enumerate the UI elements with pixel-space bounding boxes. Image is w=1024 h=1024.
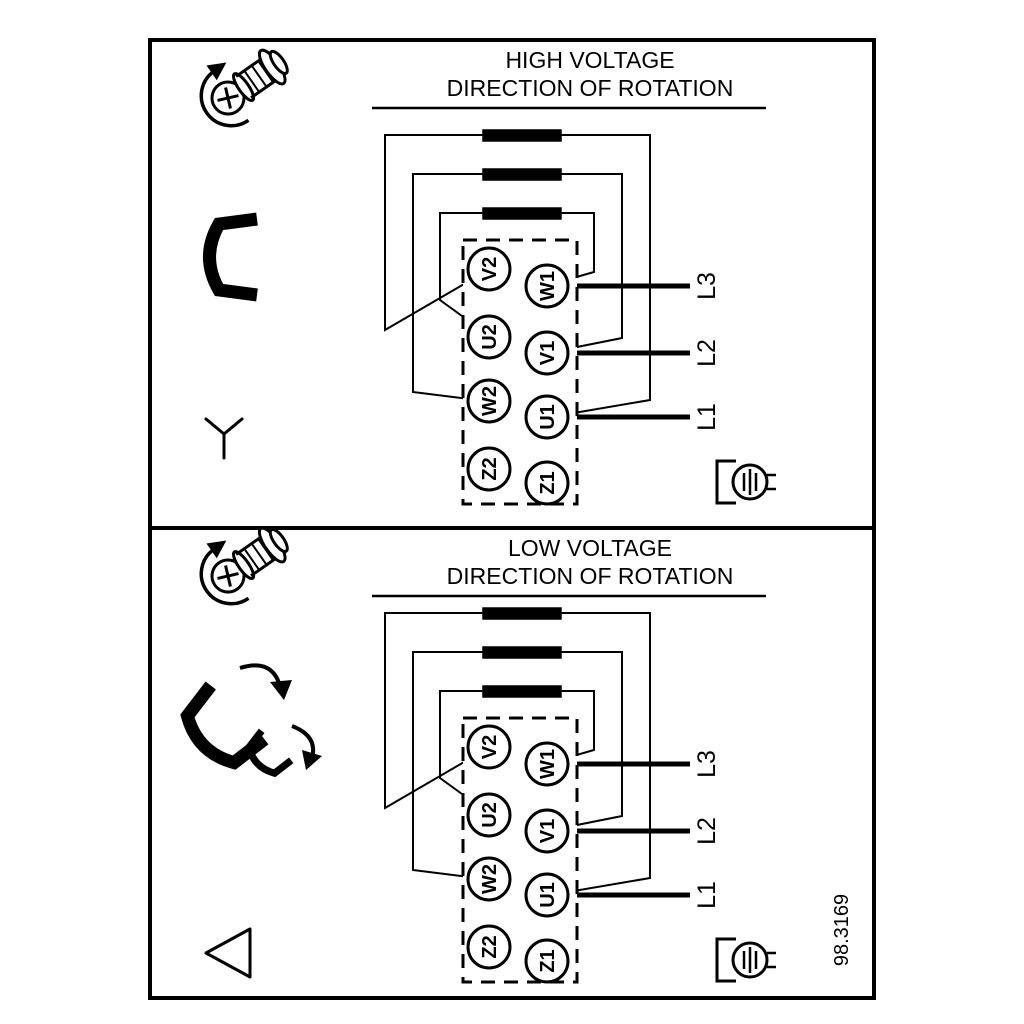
wire [439,212,483,325]
screw-rotation-icon [182,25,302,140]
link-bar [482,129,562,142]
wire [384,134,483,332]
terminal: Z2 [466,446,512,492]
screw-rotation-icon [182,503,302,618]
terminal-label: W1 [537,271,559,301]
link-bar [482,207,562,220]
link-bar [482,168,562,181]
terminal-label: W2 [479,386,501,416]
terminal-label: Z1 [537,471,559,494]
terminal: U2 [466,792,512,838]
terminal-label: V1 [537,819,559,843]
terminal: W2 [466,856,512,902]
link-bar [482,685,562,698]
terminal: V1 [524,808,570,854]
terminal-label: U2 [479,802,501,828]
wire [412,651,483,878]
terminal: W1 [524,263,570,309]
panel-high-voltage: HIGH VOLTAGE DIRECTION OF ROTATION L3 L2 [182,25,778,506]
wire [561,690,595,759]
drawing-number: 98.3169 [831,894,853,966]
panel-subtitle: DIRECTION OF ROTATION [447,563,734,589]
supply-label: L2 [693,817,721,845]
delta-symbol [204,927,252,979]
terminal: Z1 [524,938,570,984]
terminal-label: Z2 [479,457,501,480]
earth-terminal-icon [715,459,778,505]
terminal: V1 [524,330,570,376]
panel-subtitle: DIRECTION OF ROTATION [447,75,734,101]
terminal-label: V1 [537,341,559,365]
wire [384,612,483,810]
supply-label: L3 [693,750,721,778]
wire [561,651,623,828]
link-bar [482,607,562,620]
terminal: W2 [466,378,512,424]
terminal-label: U2 [479,324,501,350]
panel-title: HIGH VOLTAGE [505,47,674,73]
supply-label: L1 [693,881,721,909]
terminal-label: Z2 [479,935,501,958]
wire [561,134,651,415]
supply-label: L1 [693,403,721,431]
terminal-label: V2 [479,735,501,759]
terminal: V2 [466,246,512,292]
terminal: Z1 [524,460,570,506]
terminal-label: W2 [479,864,501,894]
wire [561,212,595,281]
supply-label: L2 [693,339,721,367]
panel-low-voltage: LOW VOLTAGE DIRECTION OF ROTATION [177,503,778,984]
terminal: U1 [524,394,570,440]
wire [561,612,651,893]
star-symbol [204,417,244,460]
supply-label: L3 [693,272,721,300]
wire [439,690,483,803]
terminal-label: W1 [537,749,559,779]
panel-title: LOW VOLTAGE [508,535,672,561]
earth-terminal-icon [715,937,778,983]
terminal-label: U1 [537,404,559,430]
wire [412,173,483,400]
terminal: W1 [524,741,570,787]
diagram-frame [148,38,876,1000]
link-bar [482,646,562,659]
terminal-label: V2 [479,257,501,281]
link-bracket-icon [210,219,258,295]
terminal-label: U1 [537,882,559,908]
wire [561,173,623,350]
link-reposition-icon [177,663,322,778]
terminal: Z2 [466,924,512,970]
terminal: V2 [466,724,512,770]
terminal-label: Z1 [537,949,559,972]
terminal: U2 [466,314,512,360]
terminal: U1 [524,872,570,918]
